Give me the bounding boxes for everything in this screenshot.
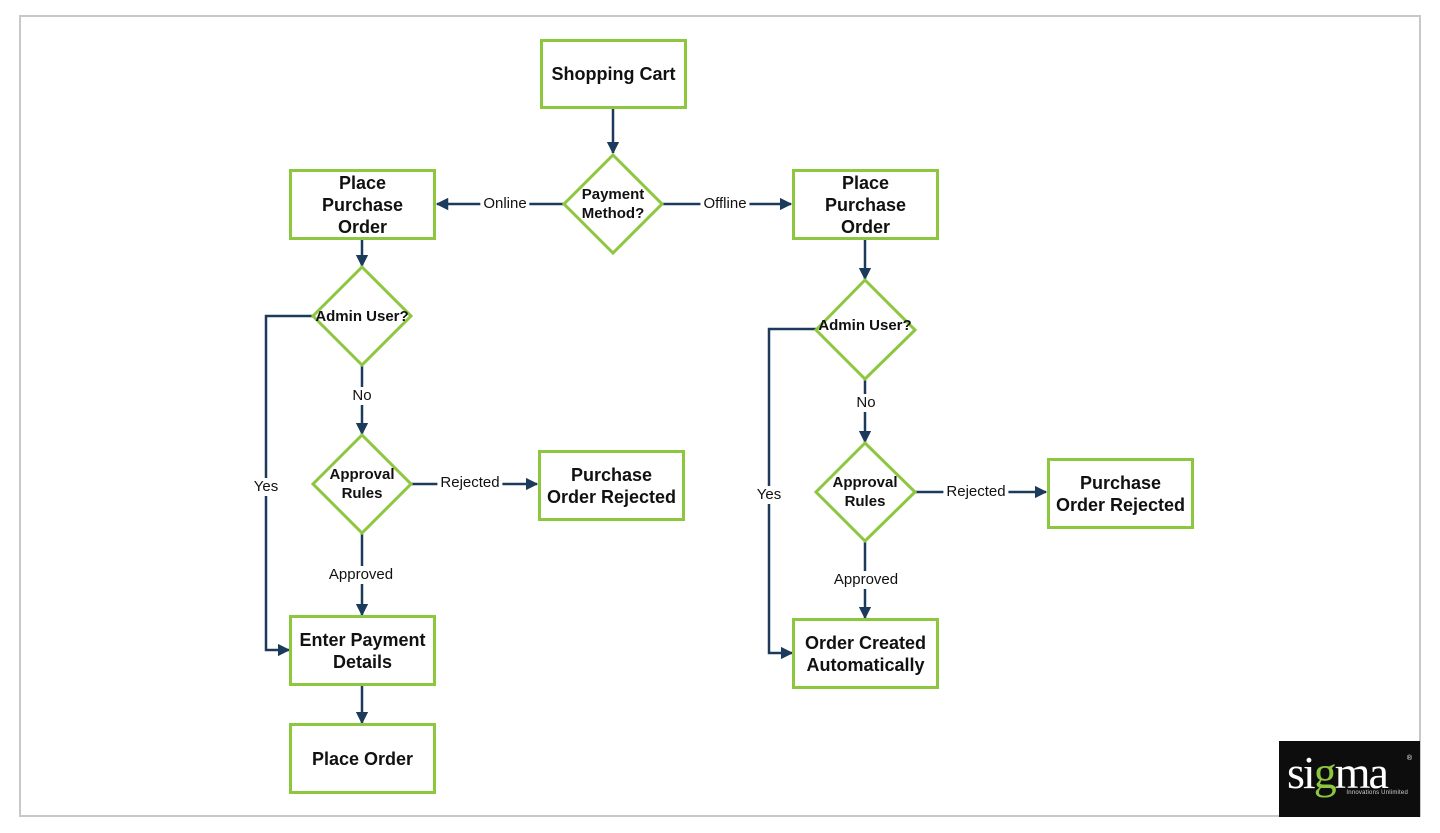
edge-label-right-approved: Approved [830,571,902,589]
edge-label-right-no: No [853,394,879,412]
edge-label-right-yes: Yes [753,486,785,504]
right-admin-user-label: Admin User? [818,316,912,334]
left-place-purchase-order-box: Place Purchase Order [289,169,436,240]
edge-label-left-approved: Approved [325,566,397,584]
edge-label-offline: Offline [700,195,750,213]
left-approval-rules-label: Approval Rules [329,466,395,502]
diamond-right-admin-user [813,277,918,382]
logo-tagline: Innovations Unlimited [1346,790,1408,796]
payment-method-label: Payment Method? [581,186,645,222]
right-place-purchase-order-box: Place Purchase Order [792,169,939,240]
right-purchase-order-rejected-box: Purchase Order Rejected [1047,458,1194,529]
diamond-left-admin-user [310,264,414,368]
place-order-box: Place Order [289,723,436,794]
order-created-automatically-box: Order Created Automatically [792,618,939,689]
edge-label-left-no: No [349,387,375,405]
edge-label-right-rejected: Rejected [943,483,1009,501]
edge-label-left-yes: Yes [250,478,282,496]
shopping-cart-box: Shopping Cart [540,39,687,109]
left-purchase-order-rejected-box: Purchase Order Rejected [538,450,685,521]
sigma-logo: sigma ® Innovations Unlimited [1279,741,1420,817]
logo-registered-mark: ® [1406,755,1412,762]
diamond-right-approval-rules [813,440,918,544]
edge-label-online: Online [480,195,530,213]
logo-wordmark: sigma [1287,747,1389,798]
enter-payment-details-box: Enter Payment Details [289,615,436,686]
diamond-payment-method [561,152,665,256]
diagram-frame [19,15,1421,817]
right-approval-rules-label: Approval Rules [832,474,898,510]
diamond-left-approval-rules [310,432,414,536]
edge-label-left-rejected: Rejected [437,474,503,492]
left-admin-user-label: Admin User? [315,307,409,325]
